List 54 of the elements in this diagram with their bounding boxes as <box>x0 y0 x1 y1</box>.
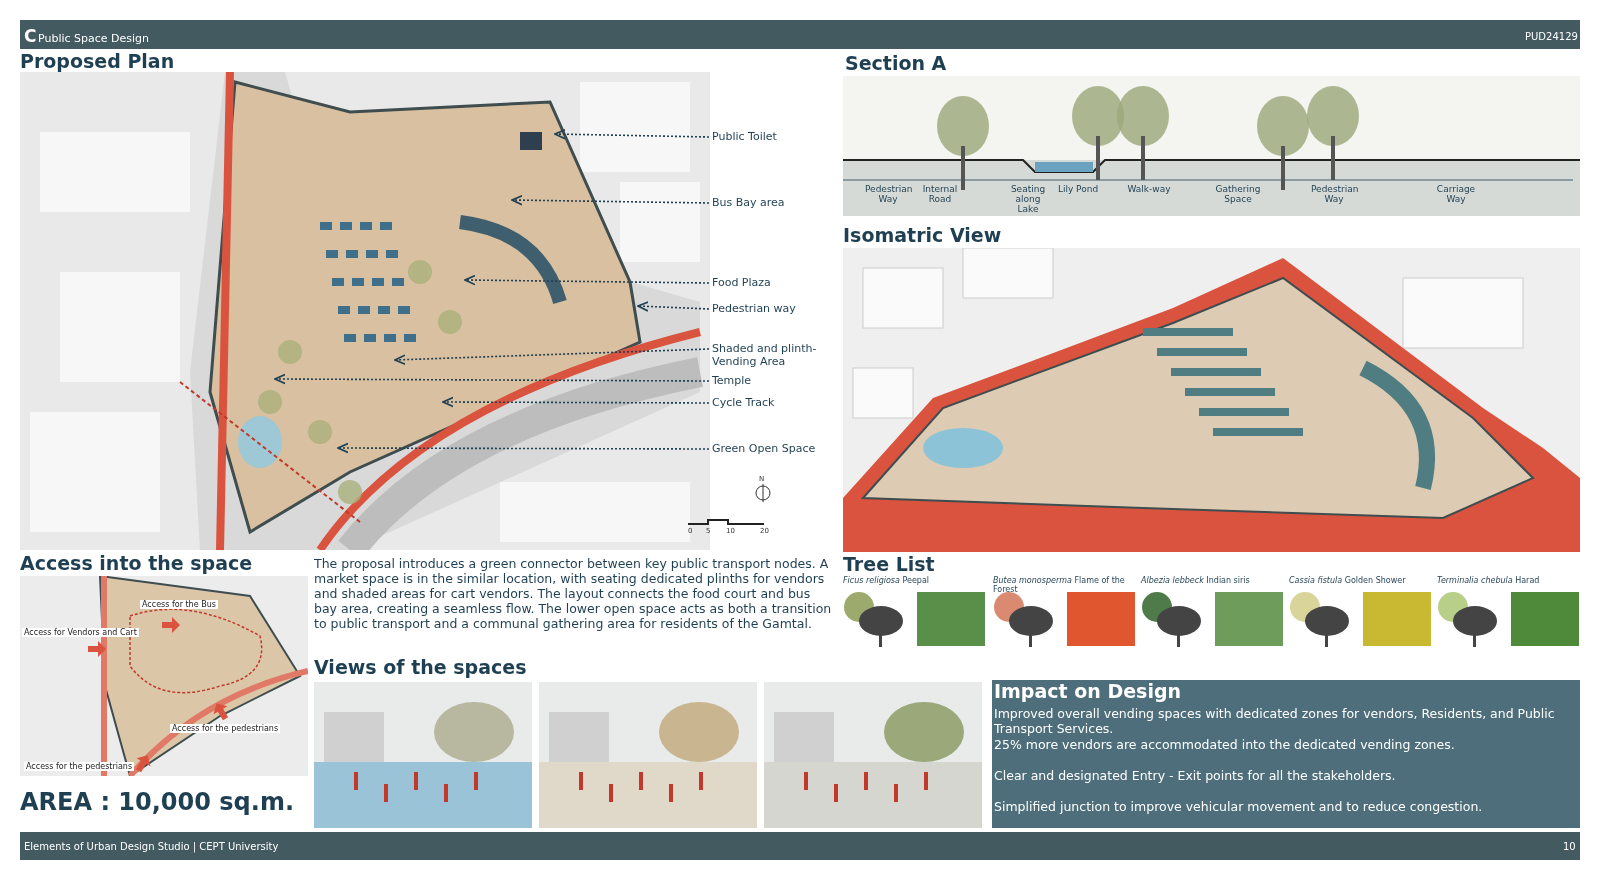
leader-line <box>274 373 710 385</box>
access-label: Access for the Bus <box>140 600 218 609</box>
access-label: Access for Vendors and Cart <box>22 628 139 637</box>
leader-line <box>442 396 710 408</box>
species-label: Albezia lebbeck Indian siris <box>1141 576 1251 585</box>
access-label: Access for the pedestrians <box>170 724 281 733</box>
callout-label: Temple <box>712 374 830 387</box>
sheet-code: PUD24129 <box>1525 31 1578 42</box>
callout-label: Cycle Track <box>712 396 830 409</box>
callout-label: Public Toilet <box>712 130 830 143</box>
footer-text: Elements of Urban Design Studio | CEPT University <box>24 841 279 852</box>
section-zone-label: Lily Pond <box>1056 184 1100 194</box>
callout-label: Bus Bay area <box>712 196 830 209</box>
section-zone-label: Pedestrian Way <box>865 184 911 204</box>
leader-line <box>637 301 710 312</box>
section-zone-label: Pedestrian Way <box>1311 184 1357 204</box>
panel-heading: Proposed Plan <box>20 50 175 72</box>
species-label: Cassia fistula Golden Shower <box>1289 576 1407 585</box>
panel-heading: Isomatric View <box>843 224 1002 246</box>
species-label: Ficus religiosa Peepal <box>843 576 931 585</box>
leader-line <box>464 274 710 286</box>
impact-statement: Clear and designated Entry - Exit points for all the stakeholders. <box>994 768 1397 783</box>
species-label: Butea monosperma Flame of the Forest <box>993 576 1126 594</box>
callout-label: Green Open Space <box>712 442 830 455</box>
impact-statement: 25% more vendors are accommodated into the dedicated vending zones. <box>994 737 1456 752</box>
callout-label: Shaded and plinth-Vending Area <box>712 342 830 368</box>
page-title: Public Space Design <box>38 32 150 45</box>
impact-statement: Simplified junction to improve vehicular movement and to reduce congestion. <box>994 799 1484 814</box>
panel-heading: Impact on Design <box>994 680 1182 702</box>
callout-label: Food Plaza <box>712 276 830 289</box>
project-description: The proposal introduces a green connector between key public transport nodes. A market space is in the similar location, with seating dedicated plinths for vendors and shaded areas for cart vendors. The layout connects the food court and bus bay area, creating a seamless flow. The lower open space acts as both a transition to public transport and a communal gathering area for residents of the Gamtal. <box>314 556 833 631</box>
species-label: Terminalia chebula Harad <box>1437 576 1541 585</box>
leader-line <box>394 348 710 365</box>
section-zone-label: Carriage Way <box>1435 184 1477 204</box>
section-zone-label: Gathering Space <box>1215 184 1261 204</box>
panel-heading: Access into the space <box>20 552 253 574</box>
leader-line <box>554 128 710 140</box>
section-letter: C <box>24 26 37 46</box>
leader-line <box>337 442 710 454</box>
section-zone-label: Seating along Lake <box>1009 184 1047 214</box>
leader-line <box>511 194 710 206</box>
panel-heading: Tree List <box>843 553 935 575</box>
panel-heading: Views of the spaces <box>314 656 527 678</box>
section-zone-label: Walk-way <box>1126 184 1172 194</box>
panel-heading: Section A <box>845 52 947 74</box>
impact-panel <box>992 680 1580 828</box>
panel <box>314 656 982 828</box>
callout-label: Pedestrian way <box>712 302 830 315</box>
panel <box>843 553 1580 647</box>
section-zone-label: Internal Road <box>921 184 959 204</box>
page-number: 10 <box>1563 841 1576 852</box>
area-figure: AREA : 10,000 sq.m. <box>20 788 294 816</box>
impact-statement: Improved overall vending spaces with dedicated zones for vendors, Residents, and Public Transport Services. <box>994 706 1556 736</box>
access-label: Access for the pedestrians <box>24 762 135 771</box>
